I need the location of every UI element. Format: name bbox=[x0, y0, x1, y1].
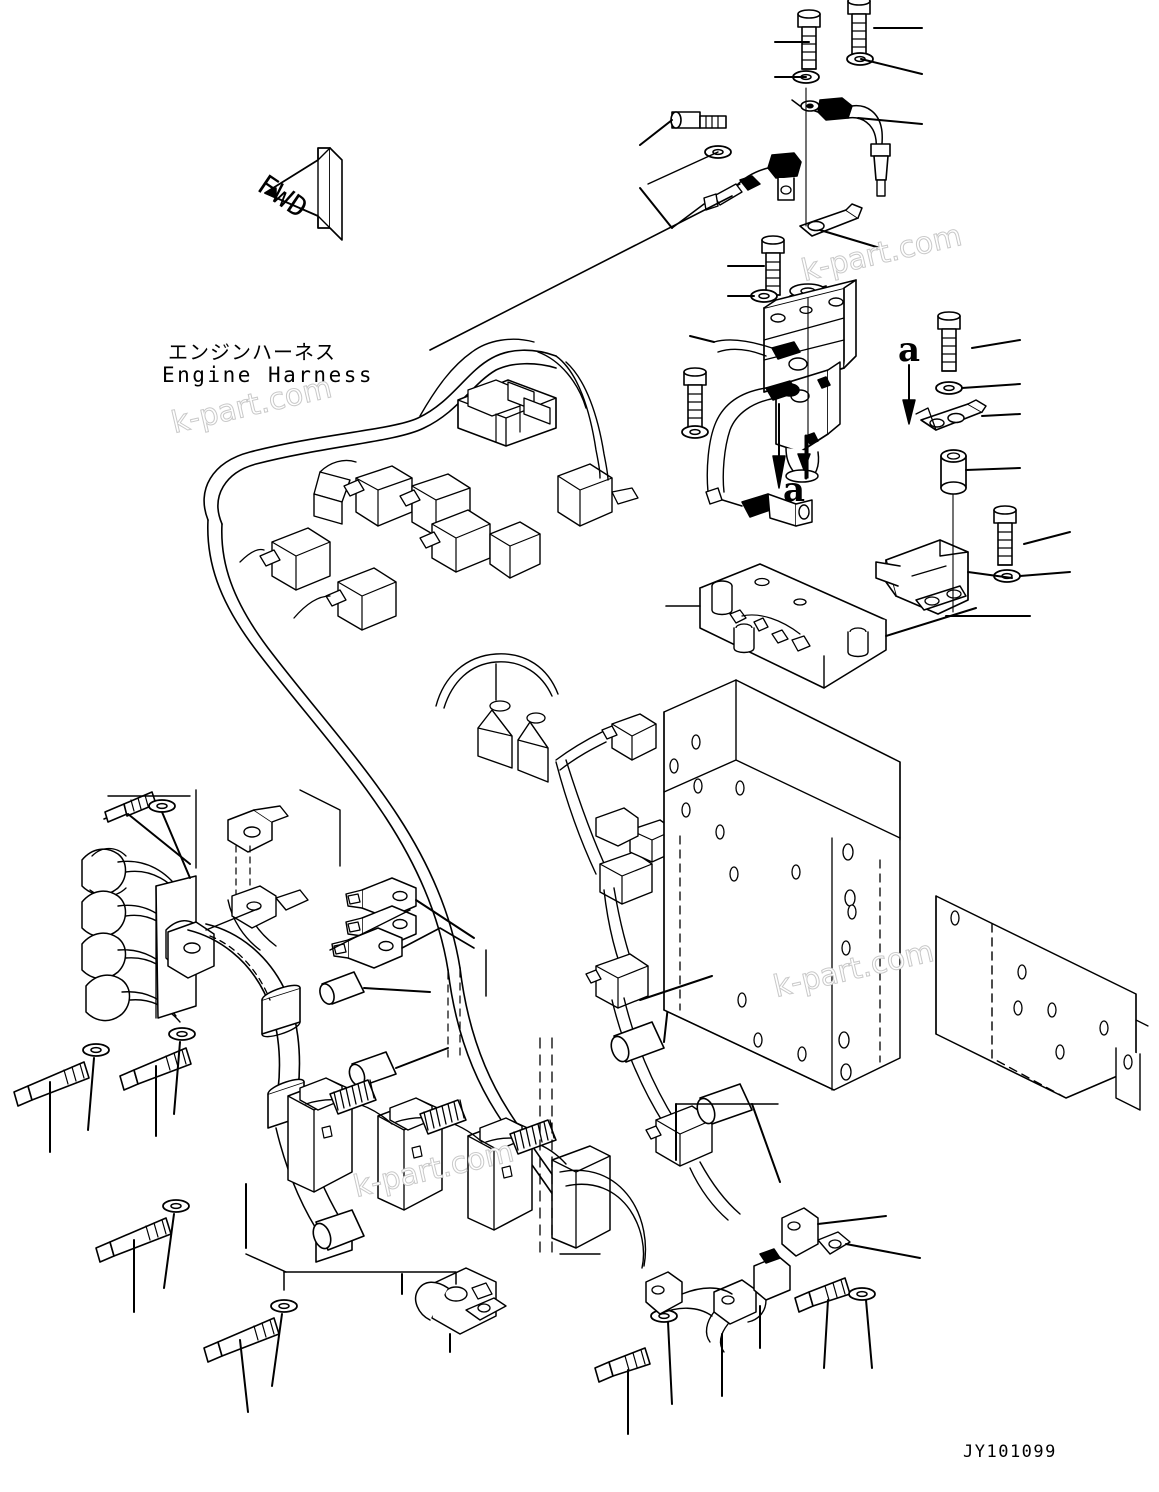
callout-arrow-lower bbox=[772, 403, 786, 489]
engine-harness-assembly bbox=[203, 338, 741, 1237]
fwd-direction-sign bbox=[264, 147, 343, 241]
harness-route-line bbox=[429, 195, 733, 351]
callout-label-a-upper: a bbox=[898, 330, 921, 370]
callout-arrow-upper bbox=[902, 364, 916, 425]
valve-base-plate bbox=[665, 563, 977, 689]
control-valve-assembly bbox=[681, 235, 857, 527]
chassis-frame-plates bbox=[663, 679, 1149, 1111]
figure-id-label: JY101099 bbox=[963, 1442, 1057, 1462]
fastener-cluster-top-right bbox=[774, 0, 923, 125]
right-fastener-column bbox=[875, 311, 1071, 617]
hose-sleeve-parts bbox=[319, 969, 781, 1183]
sensor-connector-assembly bbox=[639, 97, 891, 229]
bolt-group-lower-left bbox=[13, 791, 298, 1413]
cylinder-bank-assembly bbox=[245, 1077, 647, 1353]
harness-label-jp: エンジンハーネス bbox=[168, 340, 336, 364]
callout-label-a-lower: a bbox=[783, 470, 806, 510]
harness-label-en: Engine Harness bbox=[162, 363, 375, 387]
clamp-plate-stack bbox=[329, 877, 475, 969]
hydraulic-manifold-assembly bbox=[81, 805, 353, 1263]
leader-lines-misc bbox=[107, 789, 779, 1255]
upper-clamp-bracket bbox=[799, 87, 881, 249]
bottom-clamp-and-bolt-group bbox=[594, 1207, 921, 1435]
